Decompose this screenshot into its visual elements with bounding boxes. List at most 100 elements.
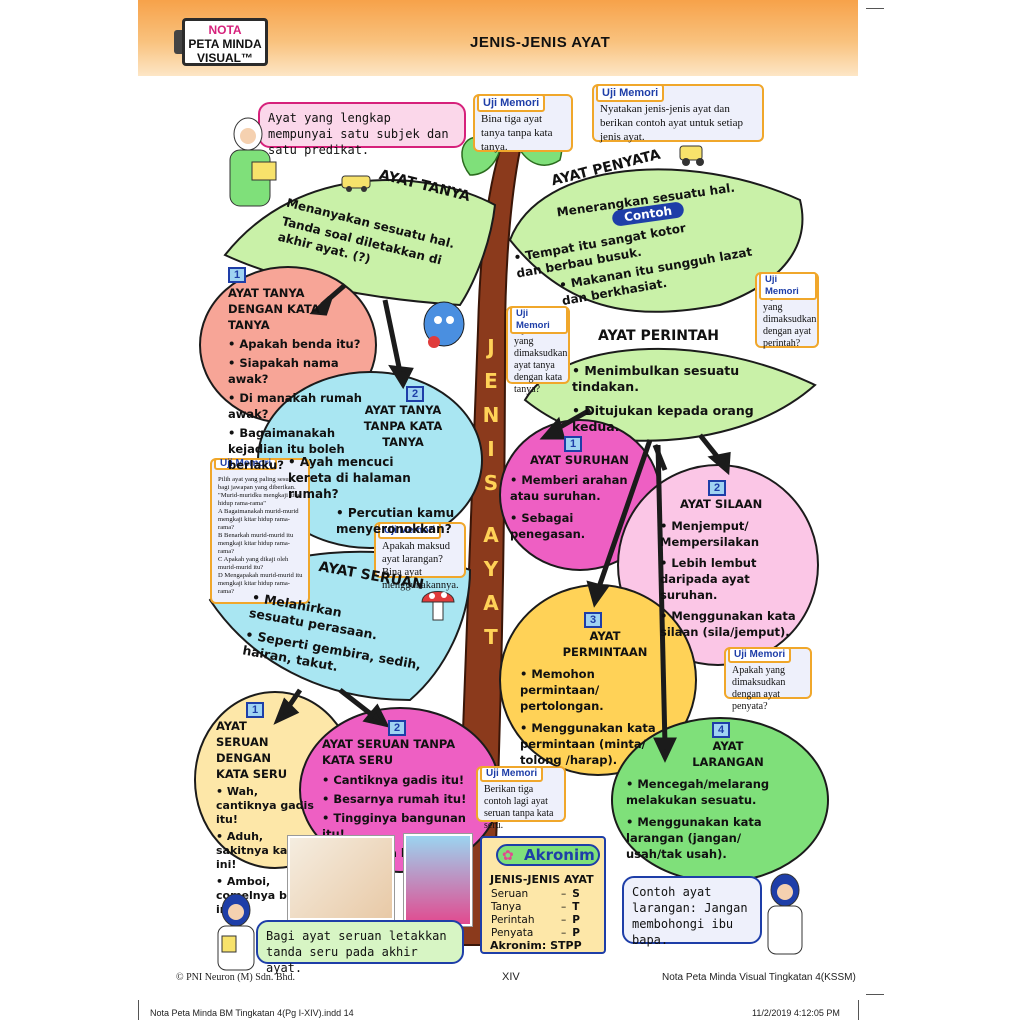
list-item: • Apakah benda itu? — [228, 337, 361, 351]
tanya-2-content: 2 AYAT TANYA TANPA KATA TANYA • Ayah men… — [288, 384, 464, 537]
number-badge: 2 — [388, 720, 406, 736]
suruhan-title: AYAT SURUHAN — [530, 453, 629, 467]
tanya-1-title: AYAT TANYA DENGAN KATA TANYA — [228, 286, 320, 332]
trunk-letter: T — [484, 625, 498, 649]
permintaan-content: 3 AYAT PERMINTAAN • Memohon permintaan/ … — [520, 610, 670, 768]
list-item: • Di manakah rumah awak? — [228, 391, 362, 421]
list-item: • Memberi arahan atau suruhan. — [510, 473, 628, 503]
larangan-title: AYAT LARANGAN — [692, 739, 764, 769]
table-row: Seruan–S — [491, 888, 580, 900]
trunk-letter: J — [487, 335, 495, 359]
number-badge: 1 — [228, 267, 246, 283]
uji-memori-box: Uji Memori Bina tiga ayat tanya tanpa ka… — [473, 94, 573, 153]
table-row: Tanya–T — [491, 901, 580, 913]
uji-memori-box: Uji Memori Apakah yang dimaksudkan denga… — [755, 272, 819, 349]
table-row: Perintah–P — [491, 914, 580, 926]
crop-mark — [858, 1000, 859, 1020]
print-slug-file: Nota Peta Minda BM Tingkatan 4(Pg I-XIV)… — [150, 1008, 354, 1018]
intro-callout: Ayat yang lengkap mempunyai satu subjek … — [258, 102, 466, 157]
list-item: • Menggunakan kata permintaan (minta/ to… — [520, 721, 656, 767]
mcq-option: D Mengapakah murid-murid itu mengkaji ki… — [218, 572, 303, 595]
list-item: • Menggunakan kata silaan (sila/jemput). — [660, 609, 796, 639]
crop-mark — [866, 8, 884, 9]
mcq-option: B Benarkah murid-murid itu mengkaji kita… — [218, 532, 294, 555]
list-item: • Cantiknya gadis itu! — [322, 773, 465, 787]
akronim-panel: ✿ Akronim JENIS-JENIS AYAT Seruan–S Tany… — [480, 836, 606, 954]
trunk-letter: Y — [483, 557, 499, 581]
seruan-1-title: AYAT SERUAN DENGAN KATA SERU — [216, 719, 288, 781]
mushroom-icon — [421, 591, 455, 621]
uji-memori-box: Uji Memori Apakah yang dimaksudkan denga… — [724, 647, 812, 712]
uji-memori-box: Uji Memori Apakah yang dimaksudkan ayat … — [506, 306, 570, 395]
book-logo: NOTA PETA MINDA VISUAL™ — [182, 18, 268, 66]
tanya-2-title: AYAT TANYA TANPA KATA TANYA — [363, 403, 443, 449]
akronim-table: Seruan–S Tanya–T Perintah–P Penyata–P — [488, 888, 583, 940]
page-number: XIV — [502, 971, 520, 983]
uji-memori-box: Uji Memori Berikan tiga contoh lagi ayat… — [476, 766, 566, 831]
list-item: • Memohon permintaan/ pertolongan. — [520, 667, 604, 713]
footer-book-title: Nota Peta Minda Visual Tingkatan 4(KSSM) — [662, 972, 856, 983]
student-figure-illustration — [217, 893, 255, 971]
number-badge: 2 — [406, 386, 424, 402]
akronim-heading: JENIS-JENIS AYAT — [490, 873, 594, 886]
larangan-content: 4 AYAT LARANGAN • Mencegah/melarang mela… — [626, 720, 806, 862]
ayat-perintah-title: AYAT PERINTAH — [598, 328, 720, 344]
ayat-penyata-leaf — [508, 168, 804, 313]
number-badge: 4 — [712, 722, 730, 738]
larangan-note: Contoh ayat larangan: Jangan membohongi … — [622, 876, 762, 947]
trunk-letter: S — [483, 471, 499, 495]
mother-baby-photo — [288, 836, 394, 920]
footer-copyright: © PNI Neuron (M) Sdn. Bhd. — [176, 972, 295, 983]
trunk-letter: N — [482, 403, 500, 427]
table-row: Penyata–P — [491, 927, 580, 939]
list-item: • Bagaimanakah kejadian itu boleh berlak… — [228, 426, 345, 472]
list-item: • Percutian kamu menyeronokkan? — [336, 506, 455, 536]
list-item: • Ayah mencuci kereta di halaman rumah? — [288, 455, 411, 501]
teacher-figure-illustration — [767, 873, 803, 955]
cartoon-vehicle-icon — [341, 175, 371, 192]
akronim-header: ✿ Akronim — [496, 844, 600, 866]
connector-arrows — [273, 283, 731, 763]
list-item: • Ditujukan kepada orang kedua. — [572, 403, 754, 434]
permintaan-title: AYAT PERMINTAAN — [562, 629, 648, 659]
list-item: • Wah, cantiknya gadis itu! — [216, 785, 314, 826]
list-item: • Menggunakan kata larangan (jangan/ usa… — [626, 815, 762, 861]
list-item: • Menimbulkan sesuatu tindakan. — [572, 363, 740, 394]
seruan-note: Bagi ayat seruan letakkan tanda seru pad… — [256, 920, 464, 975]
suruhan-content: 1 AYAT SURUHAN • Memberi arahan atau sur… — [510, 434, 640, 542]
silaan-content: 2 AYAT SILAAN • Menjemput/ Mempersilakan… — [660, 478, 810, 640]
list-item: • Sebagai penegasan. — [510, 511, 586, 541]
trunk-letter: A — [483, 591, 499, 615]
number-badge: 1 — [564, 436, 582, 452]
trunk-letter: A — [483, 523, 499, 547]
flower-icon: ✿ — [502, 847, 514, 863]
number-badge: 2 — [708, 480, 726, 496]
list-item: • Mencegah/melarang melakukan sesuatu. — [626, 777, 770, 807]
perintah-points: • Menimbulkan sesuatu tindakan. • Dituju… — [572, 360, 792, 435]
crop-mark — [866, 994, 884, 995]
akronim-result: Akronim: STPP — [490, 939, 582, 952]
list-item: • Besarnya rumah itu! — [322, 792, 467, 806]
mcq-option: C Apakah yang dikaji oleh murid-murid it… — [218, 556, 289, 571]
mcq-option: A Bagaimanakah murid-murid mengkaji kita… — [218, 508, 299, 531]
seruan-2-title: AYAT SERUAN TANPA KATA SERU — [322, 737, 456, 767]
page-title: JENIS-JENIS AYAT — [470, 34, 611, 51]
uji-memori-box: Uji Memori Apakah maksud ayat larangan? … — [374, 522, 466, 591]
uji-memori-box: Uji Memori Nyatakan jenis-jenis ayat dan… — [592, 84, 764, 143]
list-item: • Lebih lembut daripada ayat suruhan. — [660, 556, 757, 602]
uji-memori-mcq-box: Uji Memori Pilih ayat yang paling sesuai… — [210, 458, 310, 604]
print-slug-date: 11/2/2019 4:12:05 PM — [752, 1008, 840, 1018]
number-badge: 3 — [584, 612, 602, 628]
list-item: • Menjemput/ Mempersilakan — [660, 519, 760, 549]
number-badge: 1 — [246, 702, 264, 718]
trunk-letter: E — [484, 369, 498, 393]
silaan-title: AYAT SILAAN — [680, 497, 763, 511]
cartoon-cart-icon — [679, 145, 704, 166]
girl-photo — [404, 834, 472, 926]
tanya-1-content: 1 AYAT TANYA DENGAN KATA TANYA • Apakah … — [228, 265, 378, 473]
blue-character-illustration — [423, 301, 465, 348]
teacher-figure-illustration — [229, 117, 277, 207]
crop-mark — [138, 1000, 139, 1020]
